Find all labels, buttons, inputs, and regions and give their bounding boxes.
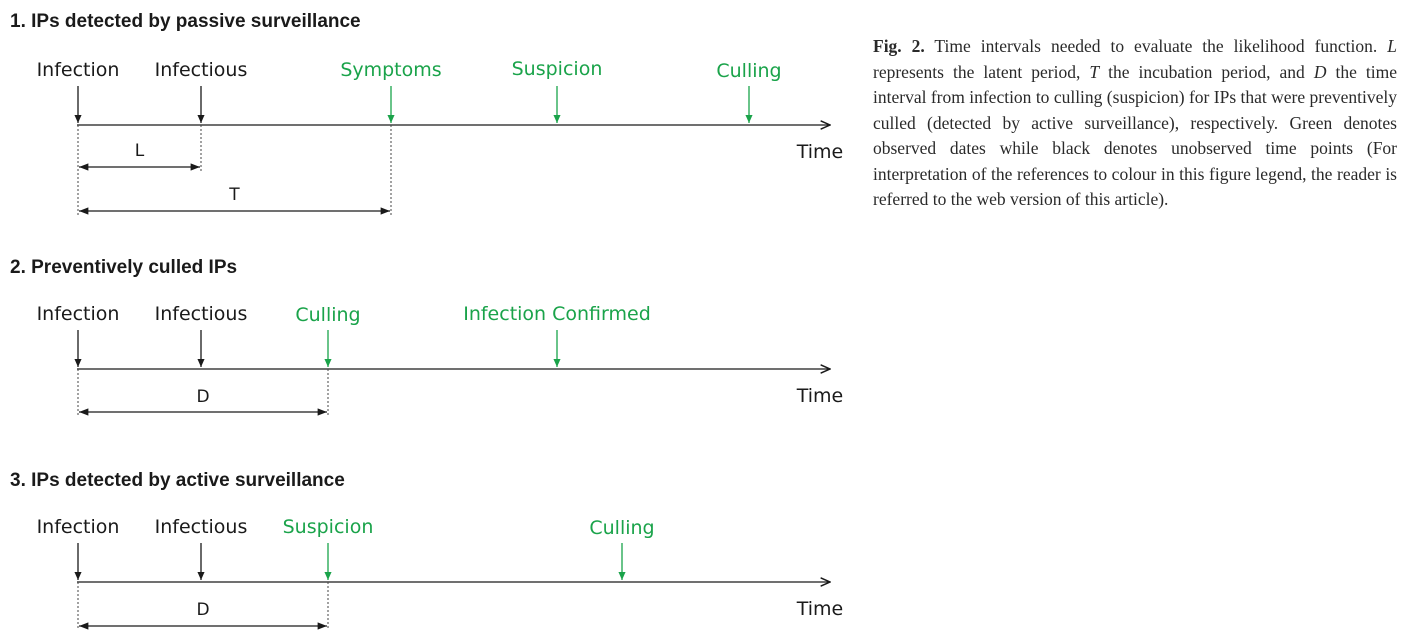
time-axis-label: Time	[796, 385, 844, 407]
caption-text: the incubation period, and	[1099, 61, 1314, 82]
event-label-infection-confirmed: Infection Confirmed	[463, 303, 651, 325]
section-title: 3. IPs detected by active surveillance	[10, 470, 345, 491]
event-label-infection: Infection	[37, 516, 120, 538]
event-label-culling: Culling	[295, 304, 360, 326]
caption-text: the time interval from infection to cull…	[873, 61, 1397, 210]
interval-label-t: T	[228, 185, 240, 205]
event-label-infection: Infection	[37, 303, 120, 325]
section-1: 1. IPs detected by passive surveillanceT…	[10, 11, 843, 215]
caption-symbol: D	[1313, 61, 1327, 82]
caption-text: represents the latent period,	[873, 61, 1090, 82]
time-axis-label: Time	[796, 598, 844, 620]
interval-label-d: D	[196, 600, 209, 620]
timeline-diagram: 1. IPs detected by passive surveillanceT…	[10, 11, 843, 630]
figure-caption: Fig. 2. Time intervals needed to evaluat…	[873, 34, 1397, 213]
section-title: 2. Preventively culled IPs	[10, 257, 237, 278]
event-label-suspicion: Suspicion	[512, 58, 603, 80]
event-label-suspicion: Suspicion	[283, 516, 374, 538]
caption-symbol: L	[1387, 36, 1397, 56]
event-label-infectious: Infectious	[155, 303, 248, 325]
event-label-symptoms: Symptoms	[340, 59, 441, 81]
section-3: 3. IPs detected by active surveillanceTi…	[10, 470, 843, 630]
interval-label-d: D	[196, 387, 209, 407]
caption-text: Time intervals needed to evaluate the li…	[924, 36, 1388, 56]
event-label-infection: Infection	[37, 59, 120, 81]
section-title: 1. IPs detected by passive surveillance	[10, 11, 361, 32]
event-label-culling: Culling	[716, 60, 781, 82]
caption-figure-label: Fig. 2.	[873, 36, 925, 56]
event-label-infectious: Infectious	[155, 516, 248, 538]
time-axis-label: Time	[796, 141, 844, 163]
event-label-culling: Culling	[589, 517, 654, 539]
event-label-infectious: Infectious	[155, 59, 248, 81]
interval-label-l: L	[135, 141, 145, 161]
caption-symbol: T	[1089, 61, 1100, 82]
